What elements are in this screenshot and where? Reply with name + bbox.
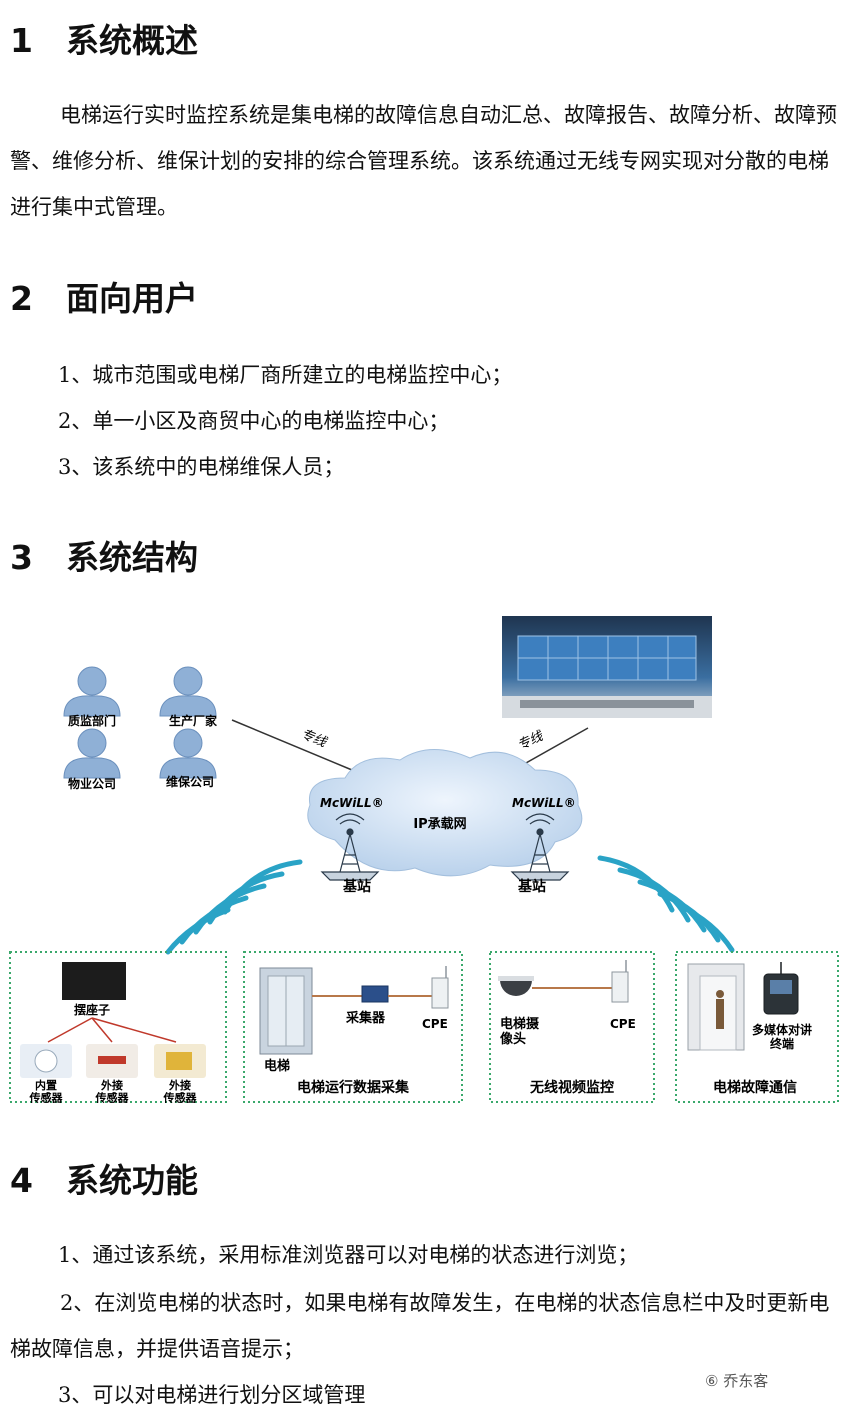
user-label-quality: 质监部门 <box>68 713 116 728</box>
collector-icon <box>361 985 389 1003</box>
box-device-icon <box>62 962 126 1000</box>
cloud-label: IP承载网 <box>413 816 466 832</box>
user-label-property: 物业公司 <box>68 776 116 791</box>
ip-network-cloud <box>307 749 583 877</box>
sensor-label-1: 内置传感器 <box>29 1078 64 1105</box>
base-station-right-label: 基站 <box>518 878 546 895</box>
camera-icon <box>498 976 534 996</box>
sensor-box <box>9 951 227 1103</box>
sensor-label-3: 外接传感器 <box>163 1078 198 1105</box>
video-monitoring-box <box>489 951 655 1103</box>
elevator-car-icon <box>687 963 745 1051</box>
function-item-1: 1、通过该系统，采用标准浏览器可以对电梯的状态进行浏览； <box>58 1243 639 1267</box>
mcwill-right-label: McWiLL® <box>512 796 576 810</box>
collector-label: 采集器 <box>345 1010 386 1026</box>
internal-sensor-icon <box>20 1044 72 1078</box>
cpe-icon-1 <box>431 966 449 1009</box>
user-icon-manufacturer <box>159 666 217 717</box>
elevator-label: 电梯 <box>264 1058 290 1074</box>
wireless-wave-left-icon <box>165 859 303 955</box>
wireless-wave-right-icon <box>597 855 735 953</box>
user-item-1: 1、城市范围或电梯厂商所建立的电梯监控中心； <box>58 363 513 387</box>
base-station-right-icon <box>510 813 570 881</box>
fault-communication-caption: 电梯故障通信 <box>713 1079 797 1096</box>
cpe-icon-2 <box>611 960 629 1003</box>
base-station-left-icon <box>320 813 380 881</box>
overview-paragraph: 电梯运行实时监控系统是集电梯的故障信息自动汇总、故障报告、故障分析、故障预警、维… <box>10 103 837 219</box>
sensor-label-2: 外接传感器 <box>95 1078 130 1105</box>
cpe-label-2: CPE <box>610 1017 636 1031</box>
function-item-2: 2、在浏览电梯的状态时，如果电梯有故障发生，在电梯的状态信息栏中及时更新电梯故障… <box>10 1291 830 1361</box>
mcwill-left-label: McWiLL® <box>320 796 384 810</box>
video-monitoring-caption: 无线视频监控 <box>529 1079 614 1096</box>
box-device-label: 摆座子 <box>74 1002 110 1017</box>
user-label-maintenance: 维保公司 <box>166 774 214 789</box>
intercom-terminal-icon <box>763 962 799 1015</box>
sensor-wire-2 <box>91 1017 113 1043</box>
dedicated-line-left <box>231 719 353 771</box>
dedicated-line-right-label: 专线 <box>515 729 546 754</box>
elevator-cabinet-icon <box>259 967 313 1055</box>
user-icon-quality <box>63 666 121 717</box>
user-item-3: 3、该系统中的电梯维保人员； <box>58 455 345 479</box>
system-structure-diagram: 质监部门 生产厂家 物业公司 维保公司 专线 专线 IP承载网 McWiLL® … <box>9 616 839 1105</box>
user-icon-maintenance <box>159 728 217 779</box>
function-item-3: 3、可以对电梯进行划分区域管理 <box>58 1383 366 1407</box>
footer-watermark: ⑥ 乔东客 <box>705 1372 769 1390</box>
external-sensor-icon-1 <box>86 1044 138 1078</box>
data-collection-caption: 电梯运行数据采集 <box>297 1079 410 1096</box>
intercom-terminal-label: 多媒体对讲终端 <box>752 1022 812 1051</box>
user-item-2: 2、单一小区及商贸中心的电梯监控中心； <box>58 409 450 433</box>
cpe-label-1: CPE <box>422 1017 448 1031</box>
data-collection-box <box>243 951 463 1103</box>
fault-communication-box <box>675 951 839 1103</box>
dedicated-line-left-label: 专线 <box>299 727 330 751</box>
sensor-wire-1 <box>47 1017 93 1043</box>
monitoring-center-photo <box>502 616 712 718</box>
camera-label: 电梯摄像头 <box>500 1016 540 1047</box>
base-station-left-label: 基站 <box>343 878 371 895</box>
external-sensor-icon-2 <box>154 1044 206 1078</box>
user-icon-property <box>63 728 121 779</box>
user-label-manufacturer: 生产厂家 <box>169 713 218 728</box>
sensor-wire-3 <box>91 1017 177 1043</box>
